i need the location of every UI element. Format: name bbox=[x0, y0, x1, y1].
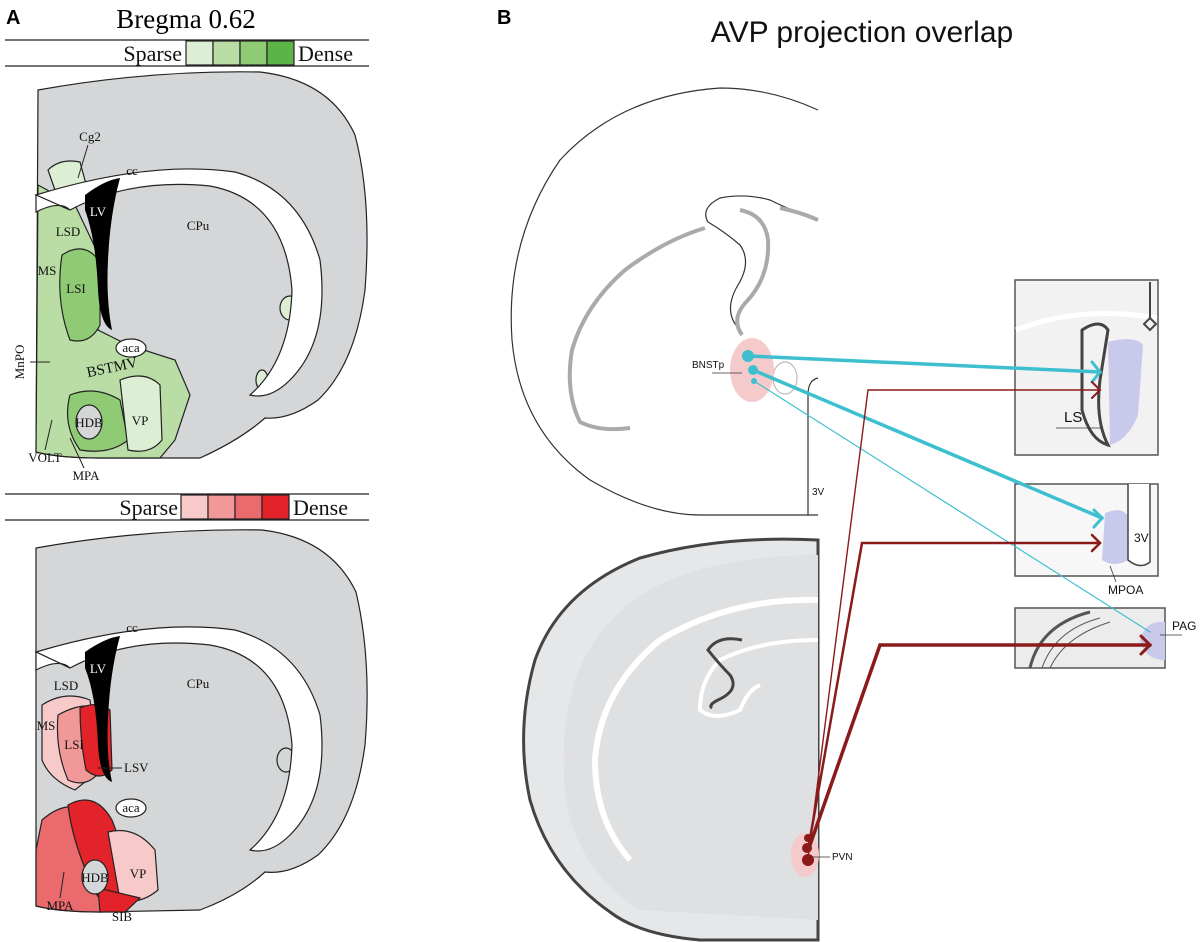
label-ms-top: MS bbox=[38, 263, 57, 278]
label-lv-top: LV bbox=[90, 204, 107, 219]
legend-bottom-swatch-2 bbox=[207, 494, 236, 520]
label-pag: PAG bbox=[1172, 619, 1196, 633]
legend-bottom: Sparse Dense bbox=[5, 493, 369, 521]
label-lsi-bottom: LSI bbox=[64, 737, 84, 752]
panel-a-title: Bregma 0.62 bbox=[116, 4, 255, 34]
corpus-callosum-bottom bbox=[34, 626, 323, 852]
label-lsd-bottom: LSD bbox=[54, 678, 79, 693]
legend-bottom-sparse: Sparse bbox=[119, 495, 178, 520]
bnst-node-1 bbox=[742, 350, 754, 362]
legend-top-swatch-1 bbox=[185, 40, 214, 66]
label-mpoa: MPOA bbox=[1108, 583, 1143, 597]
label-lv-bottom: LV bbox=[90, 661, 107, 676]
panel-b-letter: B bbox=[497, 7, 511, 29]
legend-bottom-swatch-1 bbox=[180, 494, 209, 520]
bnst-node-3 bbox=[751, 378, 757, 384]
legend-top-sparse: Sparse bbox=[123, 41, 182, 66]
label-bnstp: BNSTp bbox=[692, 360, 725, 371]
region-lsi-top bbox=[59, 248, 101, 342]
region-cg2-top bbox=[47, 160, 87, 191]
corpus-callosum-top bbox=[34, 168, 323, 397]
panel-a-letter: A bbox=[6, 7, 20, 29]
aca-top bbox=[115, 338, 147, 358]
legend-bottom-swatch-4 bbox=[261, 494, 290, 520]
label-aca-top: aca bbox=[122, 340, 140, 355]
bnst-projections bbox=[746, 354, 1151, 633]
label-3v-inset: 3V bbox=[1134, 531, 1149, 545]
label-lsi-top: LSI bbox=[66, 281, 86, 296]
coronal-outline-lower bbox=[522, 537, 820, 942]
label-cc-bottom: cc bbox=[126, 620, 138, 635]
pvn-node-3 bbox=[804, 834, 812, 842]
pvn-node-2 bbox=[802, 843, 812, 853]
label-sib-bottom: SIB bbox=[112, 909, 133, 924]
legend-top-swatch-2 bbox=[212, 40, 241, 66]
label-aca-bottom: aca bbox=[122, 800, 140, 815]
label-cpu-bottom: CPu bbox=[187, 676, 210, 691]
label-mpa-bottom: MPA bbox=[47, 898, 75, 913]
label-hdb-top: HDB bbox=[75, 415, 103, 430]
legend-top-swatch-4 bbox=[266, 40, 295, 66]
aca-bottom bbox=[115, 798, 147, 818]
label-cpu-top: CPu bbox=[187, 218, 210, 233]
label-mnpo-top: MnPO bbox=[12, 345, 27, 380]
legend-bottom-dense: Dense bbox=[293, 495, 348, 520]
legend-top: Sparse Dense bbox=[5, 39, 369, 67]
panel-b: B AVP projection overlap 3V BNSTp bbox=[497, 7, 1196, 942]
label-cg2-top: Cg2 bbox=[79, 129, 101, 144]
label-cc-top: cc bbox=[126, 163, 138, 178]
pvn-node-1 bbox=[802, 854, 814, 866]
brain-section-bottom: cc LV CPu LSD MS LSI LSV aca HDB VP MPA … bbox=[34, 529, 368, 924]
label-pvn: PVN bbox=[832, 852, 853, 863]
label-ls: LS bbox=[1064, 409, 1082, 426]
hdb-shape-bottom bbox=[81, 859, 109, 895]
lateral-ventricle-bottom bbox=[85, 636, 120, 782]
label-lsd-top: LSD bbox=[56, 224, 81, 239]
panel-a: A Bregma 0.62 Sparse Dense bbox=[5, 4, 369, 924]
region-sib-bottom bbox=[97, 887, 142, 913]
brain-section-top: Cg2 cc LV CPu LSD MS LSI MnPO aca BSTMV … bbox=[12, 71, 368, 483]
label-vp-bottom: VP bbox=[130, 866, 147, 881]
inset-pag: PAG bbox=[1014, 607, 1196, 669]
label-volt-top: VOLT bbox=[28, 450, 62, 465]
panel-b-title: AVP projection overlap bbox=[711, 16, 1013, 49]
inset-mpoa: 3V MPOA bbox=[1014, 483, 1159, 597]
pvn-projections bbox=[806, 381, 1153, 859]
region-vp-top bbox=[119, 375, 163, 452]
label-vp-top: VP bbox=[132, 413, 149, 428]
label-ms-bottom: MS bbox=[37, 718, 56, 733]
label-mpa-top: MPA bbox=[73, 468, 101, 483]
hdb-shape-top bbox=[75, 404, 103, 440]
lateral-ventricle-top bbox=[85, 178, 120, 330]
coronal-outline-upper bbox=[510, 87, 819, 516]
bnst-node-2 bbox=[748, 365, 758, 375]
label-hdb-bottom: HDB bbox=[81, 870, 109, 885]
legend-top-swatch-3 bbox=[239, 40, 268, 66]
legend-top-dense: Dense bbox=[298, 41, 353, 66]
label-lsv-bottom: LSV bbox=[124, 760, 149, 775]
legend-bottom-swatch-3 bbox=[234, 494, 263, 520]
label-3v-upper: 3V bbox=[812, 487, 825, 498]
